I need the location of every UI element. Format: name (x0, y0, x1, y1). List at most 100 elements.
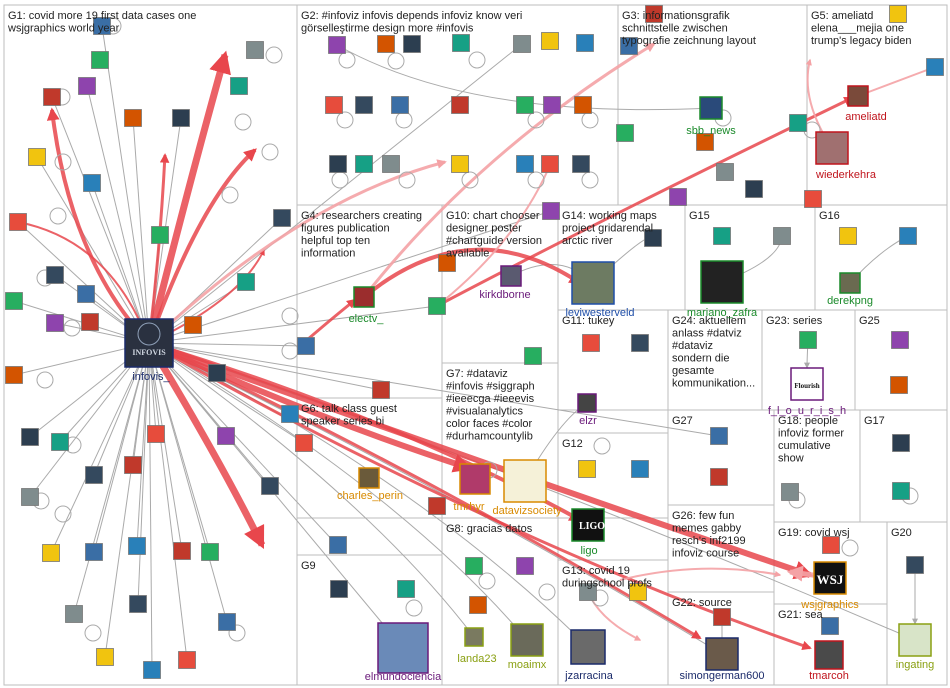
wiederkehra-avatar[interactable] (815, 131, 849, 165)
account-avatar[interactable] (716, 163, 734, 181)
account-avatar[interactable] (28, 148, 46, 166)
kirkdborne-avatar[interactable] (500, 265, 522, 287)
account-avatar[interactable] (890, 376, 908, 394)
account-avatar[interactable] (616, 124, 634, 142)
account-avatar[interactable] (773, 227, 791, 245)
account-avatar[interactable] (325, 96, 343, 114)
account-avatar[interactable] (372, 381, 390, 399)
account-avatar[interactable] (377, 35, 395, 53)
account-avatar[interactable] (524, 347, 542, 365)
account-avatar[interactable] (899, 227, 917, 245)
account-avatar[interactable] (438, 254, 456, 272)
account-avatar[interactable] (355, 96, 373, 114)
account-avatar[interactable] (330, 580, 348, 598)
charles-perin-avatar[interactable] (358, 467, 380, 489)
account-avatar[interactable] (821, 617, 839, 635)
account-avatar[interactable] (329, 155, 347, 173)
account-avatar[interactable] (397, 580, 415, 598)
account-avatar[interactable] (516, 96, 534, 114)
tmrhyr-avatar[interactable] (459, 463, 491, 495)
account-avatar[interactable] (578, 460, 596, 478)
account-avatar[interactable] (839, 227, 857, 245)
account-avatar[interactable] (43, 88, 61, 106)
account-avatar[interactable] (645, 5, 663, 23)
account-avatar[interactable] (77, 285, 95, 303)
account-avatar[interactable] (93, 17, 111, 35)
account-avatar[interactable] (42, 544, 60, 562)
account-avatar[interactable] (889, 5, 907, 23)
ameliatd-avatar[interactable] (847, 85, 869, 107)
account-avatar[interactable] (713, 227, 731, 245)
account-avatar[interactable] (143, 661, 161, 679)
account-avatar[interactable] (541, 32, 559, 50)
account-avatar[interactable] (246, 41, 264, 59)
account-avatar[interactable] (579, 583, 597, 601)
account-avatar[interactable] (124, 109, 142, 127)
account-avatar[interactable] (452, 34, 470, 52)
account-avatar[interactable] (21, 488, 39, 506)
account-avatar[interactable] (745, 180, 763, 198)
account-avatar[interactable] (428, 297, 446, 315)
derekpng-avatar[interactable] (839, 272, 861, 294)
account-avatar[interactable] (576, 34, 594, 52)
tmarcoh-avatar[interactable] (814, 640, 844, 670)
account-avatar[interactable] (5, 292, 23, 310)
account-avatar[interactable] (328, 36, 346, 54)
account-avatar[interactable] (184, 316, 202, 334)
account-avatar[interactable] (85, 466, 103, 484)
account-avatar[interactable] (147, 425, 165, 443)
account-avatar[interactable] (631, 334, 649, 352)
account-avatar[interactable] (696, 133, 714, 151)
account-avatar[interactable] (710, 468, 728, 486)
account-avatar[interactable] (572, 155, 590, 173)
account-avatar[interactable] (51, 433, 69, 451)
account-avatar[interactable] (83, 174, 101, 192)
account-avatar[interactable] (789, 114, 807, 132)
mariano-avatar[interactable] (700, 260, 744, 304)
account-avatar[interactable] (543, 96, 561, 114)
account-avatar[interactable] (574, 96, 592, 114)
ingating-avatar[interactable] (898, 623, 932, 657)
infovis-avatar[interactable] (124, 318, 174, 368)
account-avatar[interactable] (173, 542, 191, 560)
account-avatar[interactable] (81, 313, 99, 331)
account-avatar[interactable] (21, 428, 39, 446)
account-avatar[interactable] (329, 536, 347, 554)
account-avatar[interactable] (516, 557, 534, 575)
account-avatar[interactable] (713, 608, 731, 626)
account-avatar[interactable] (78, 77, 96, 95)
account-avatar[interactable] (5, 366, 23, 384)
account-avatar[interactable] (281, 405, 299, 423)
account-avatar[interactable] (799, 331, 817, 349)
account-avatar[interactable] (46, 266, 64, 284)
account-avatar[interactable] (9, 213, 27, 231)
account-avatar[interactable] (804, 190, 822, 208)
wsjgraphics-avatar[interactable] (813, 561, 847, 595)
landa23-avatar[interactable] (464, 627, 484, 647)
account-avatar[interactable] (620, 37, 638, 55)
account-avatar[interactable] (382, 155, 400, 173)
account-avatar[interactable] (129, 595, 147, 613)
sbb-news-avatar[interactable] (699, 96, 723, 120)
account-avatar[interactable] (629, 583, 647, 601)
account-avatar[interactable] (451, 155, 469, 173)
account-avatar[interactable] (669, 188, 687, 206)
account-avatar[interactable] (513, 35, 531, 53)
leviwesterveld-avatar[interactable] (571, 261, 615, 305)
account-avatar[interactable] (631, 460, 649, 478)
account-avatar[interactable] (96, 648, 114, 666)
account-avatar[interactable] (781, 483, 799, 501)
account-avatar[interactable] (172, 109, 190, 127)
account-avatar[interactable] (297, 337, 315, 355)
account-avatar[interactable] (261, 477, 279, 495)
flourish-avatar[interactable] (790, 367, 824, 401)
elmundociencia-avatar[interactable] (377, 622, 429, 674)
datavizsociety-avatar[interactable] (503, 459, 547, 503)
account-avatar[interactable] (469, 596, 487, 614)
account-avatar[interactable] (891, 331, 909, 349)
account-avatar[interactable] (892, 482, 910, 500)
account-avatar[interactable] (582, 334, 600, 352)
account-avatar[interactable] (428, 497, 446, 515)
simongerman600-avatar[interactable] (705, 637, 739, 671)
elzr-avatar[interactable] (577, 393, 597, 413)
